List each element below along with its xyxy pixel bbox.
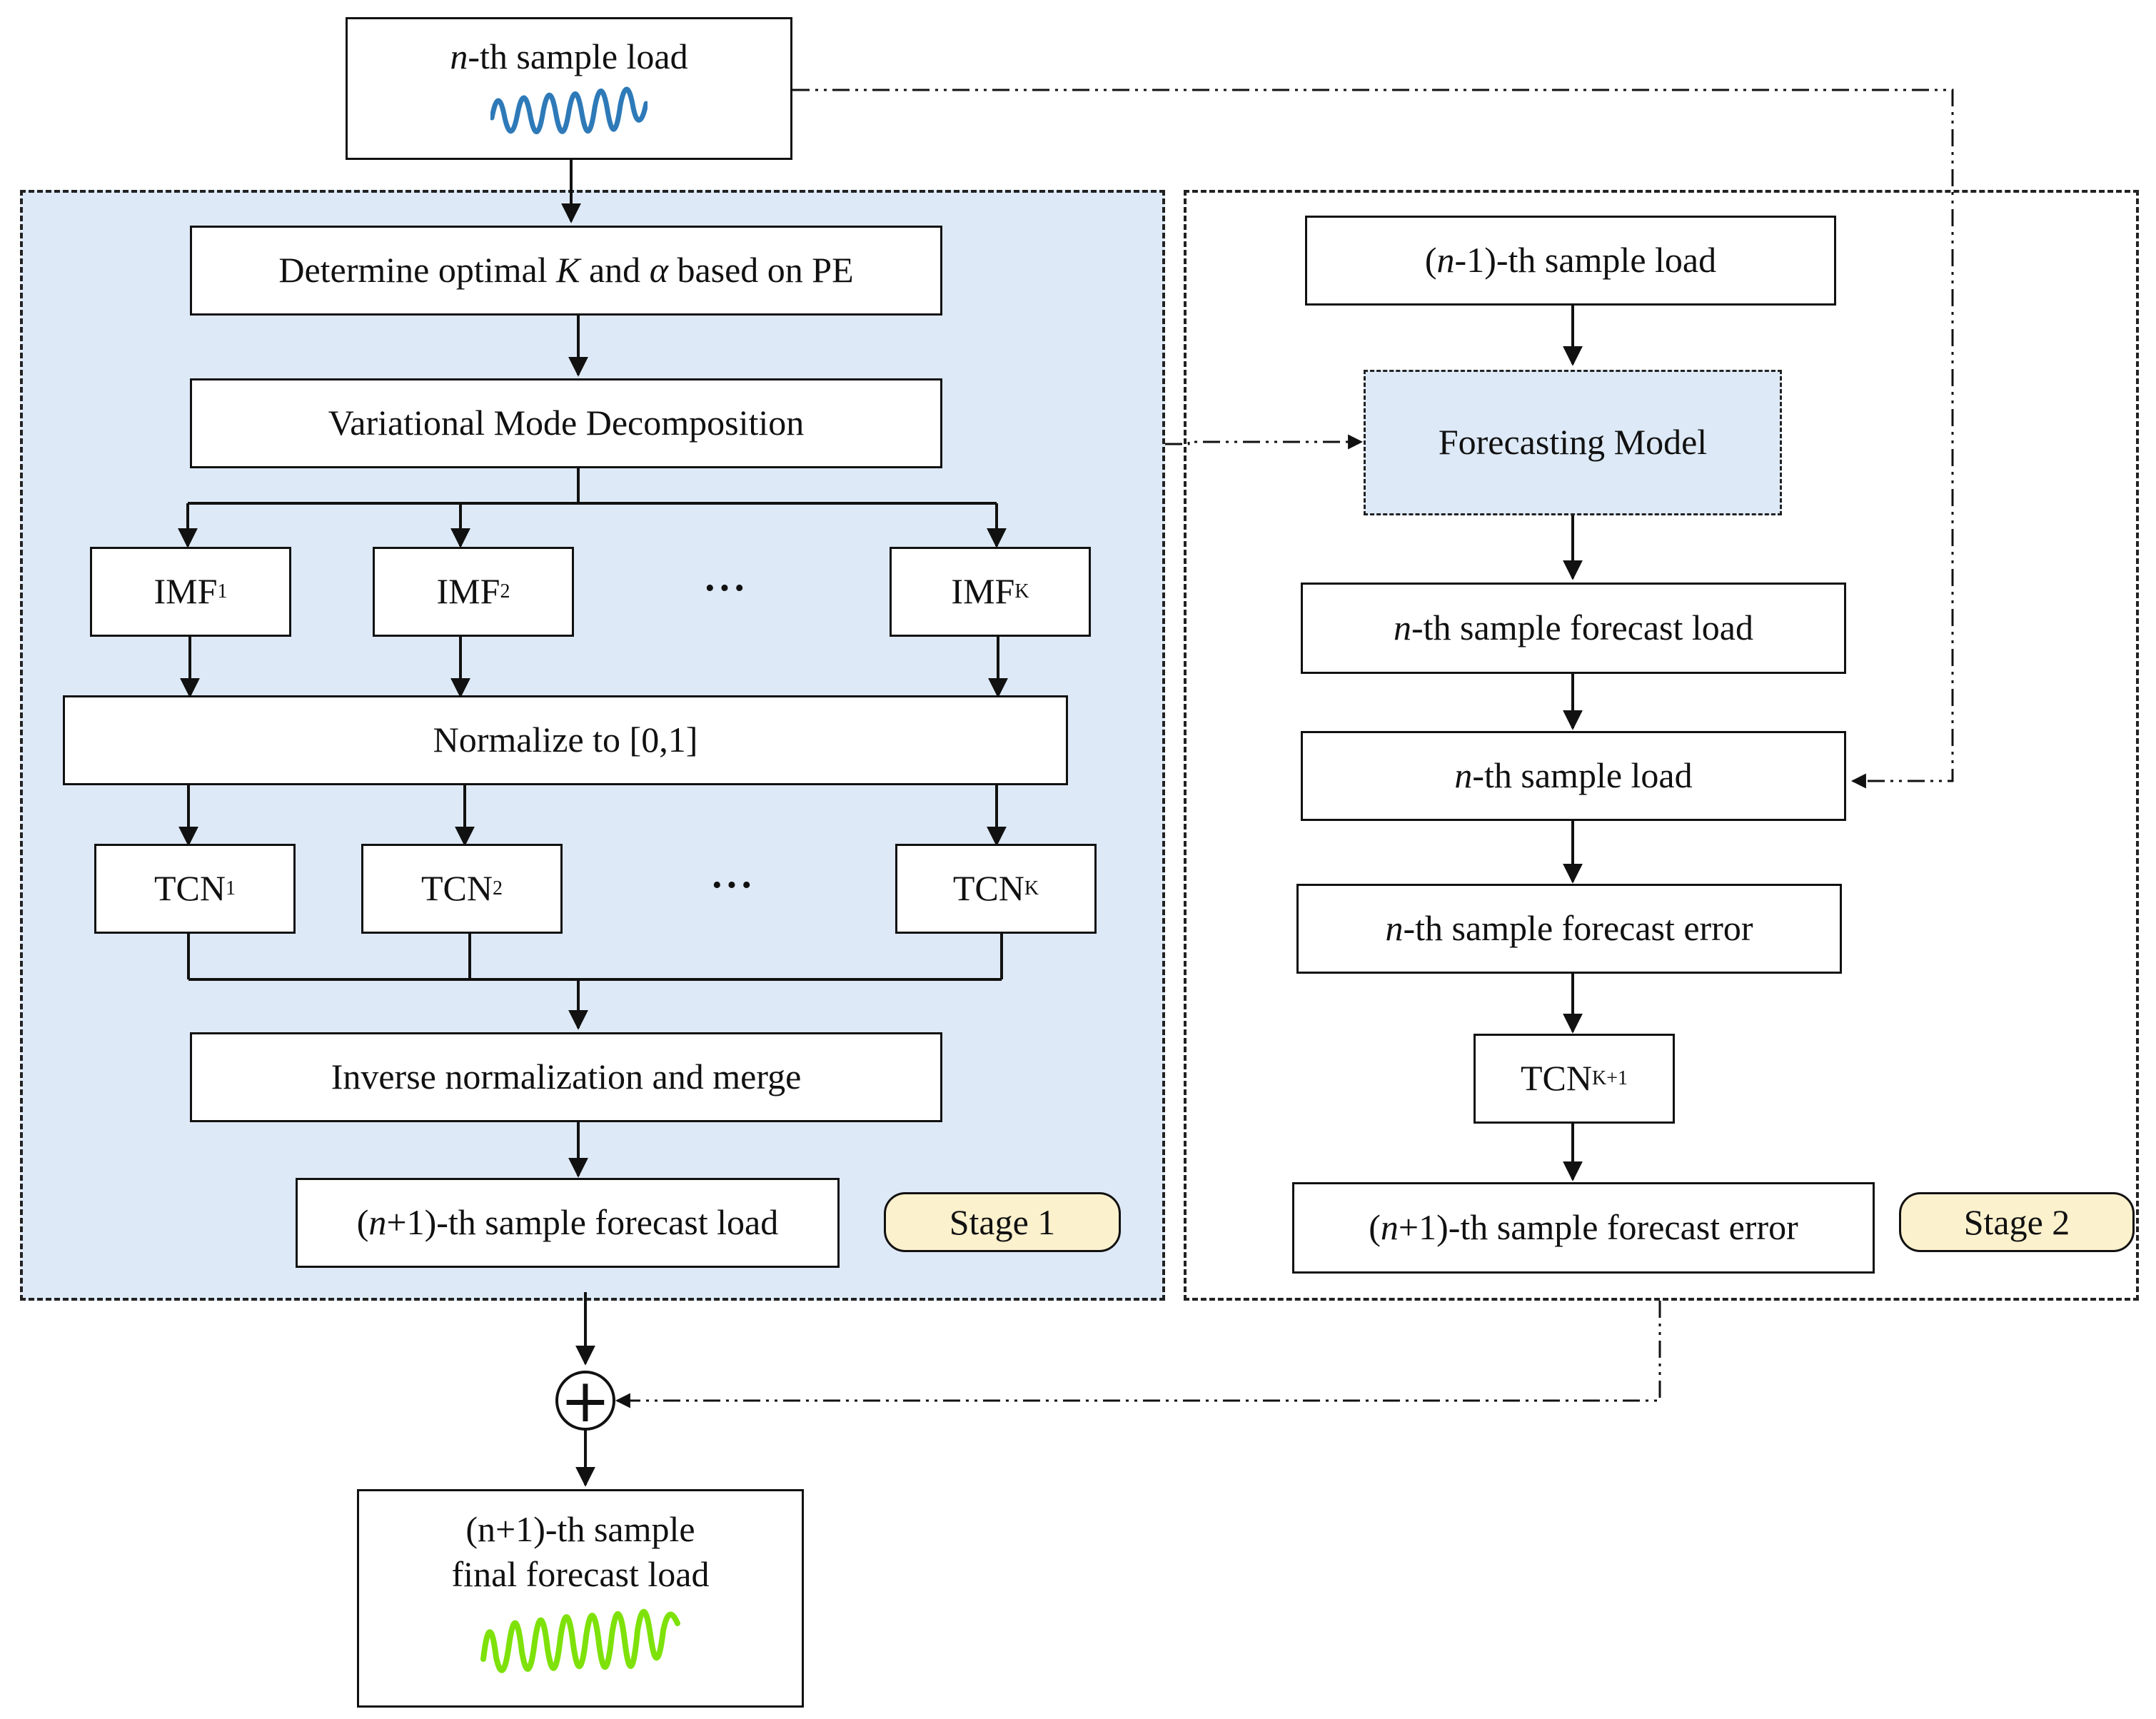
tcn-ellipsis: ··· (710, 863, 755, 907)
tcn-label: TCN (421, 868, 493, 909)
nth-sample-load-n: n (1454, 755, 1473, 796)
stage1-forecast-rest: +1)-th sample forecast load (386, 1202, 779, 1243)
optimal-k-alpha-box: Determine optimal K and α based on PE (190, 226, 942, 316)
nth-forecast-load-box: n-th sample forecast load (1301, 583, 1846, 674)
input-n-label: n (450, 36, 468, 76)
tcn-sub: K (1024, 877, 1039, 899)
nth-forecast-error-n: n (1385, 908, 1404, 949)
stage1-badge: Stage 1 (884, 1192, 1121, 1252)
next-forecast-error-box: (n+1)-th sample forecast error (1292, 1182, 1875, 1274)
prev-load-open: ( (1424, 240, 1437, 281)
stage1-forecast-box: (n+1)-th sample forecast load (296, 1178, 840, 1268)
tcn-sub: 1 (226, 877, 236, 899)
optimal-text-before: Determine optimal (278, 250, 548, 291)
next-error-n: n (1380, 1207, 1399, 1248)
stage1-forecast-open: ( (356, 1202, 369, 1243)
tcn-k1-sub: K+1 (1591, 1067, 1628, 1089)
tcn-label: TCN (952, 868, 1024, 909)
input-sample-load-box: n-th sample load (346, 17, 792, 160)
nth-sample-load-box: n-th sample load (1301, 731, 1846, 821)
prev-sample-load-box: (n-1)-th sample load (1305, 216, 1836, 306)
inverse-normalization-box: Inverse normalization and merge (190, 1032, 942, 1122)
optimal-text-after: based on PE (677, 250, 854, 291)
forecasting-model-box: Forecasting Model (1364, 370, 1782, 515)
nth-forecast-error-box: n-th sample forecast error (1296, 884, 1842, 974)
imf-sub: 1 (217, 580, 228, 603)
vmd-box: Variational Mode Decomposition (190, 378, 942, 468)
optimal-text-mid: and (588, 250, 641, 291)
imf-sub: K (1014, 580, 1029, 603)
nth-forecast-error-rest: -th sample forecast error (1403, 908, 1753, 949)
imf-sub: 2 (500, 580, 510, 603)
nth-forecast-load-n: n (1394, 608, 1411, 648)
tcn-sub: 2 (493, 877, 503, 899)
next-error-open: ( (1369, 1207, 1381, 1248)
tcn-k1-label: TCN (1520, 1058, 1592, 1099)
imf-label: IMF (951, 571, 1015, 612)
optimal-alpha-symbol: α (649, 250, 668, 291)
sum-symbol: + (560, 1366, 611, 1436)
final-load-wave-icon (480, 1608, 680, 1673)
prev-load-n: n (1436, 240, 1455, 281)
input-label: -th sample load (468, 36, 688, 76)
nth-forecast-load-rest: -th sample forecast load (1411, 608, 1753, 648)
nth-sample-load-rest: -th sample load (1472, 755, 1693, 796)
imf-label: IMF (153, 571, 218, 612)
stage1-forecast-n: n (368, 1202, 387, 1243)
optimal-k-symbol: K (556, 250, 580, 291)
imf-ellipsis: ··· (703, 566, 748, 610)
stage2-badge: Stage 2 (1899, 1192, 2135, 1252)
tcn-label: TCN (154, 868, 226, 909)
input-load-wave-icon (490, 86, 648, 134)
prev-load-rest: -1)-th sample load (1454, 240, 1717, 281)
imf-label: IMF (436, 571, 500, 612)
final-line2: final forecast load (451, 1553, 710, 1594)
final-forecast-load-box: (n+1)-th sample final forecast load (357, 1489, 804, 1708)
final-line1: (n+1)-th sample (465, 1509, 695, 1549)
normalize-box: Normalize to [0,1] (63, 695, 1068, 785)
next-error-rest: +1)-th sample forecast error (1398, 1207, 1798, 1248)
